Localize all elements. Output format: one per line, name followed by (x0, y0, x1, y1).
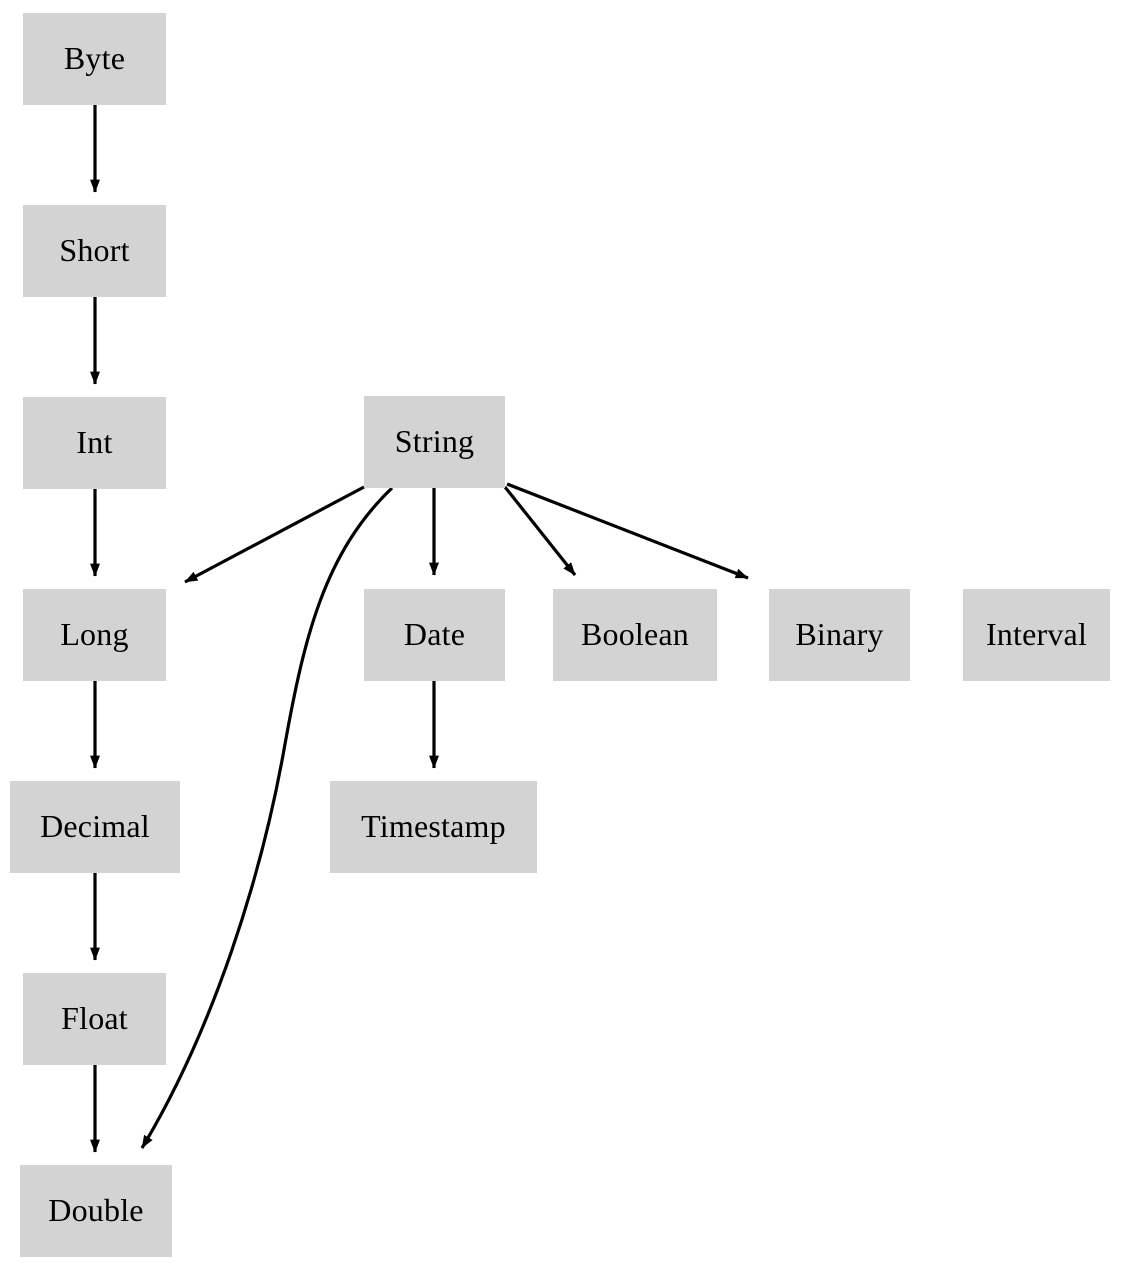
node-timestamp[interactable]: Timestamp (330, 781, 537, 873)
node-binary-label: Binary (795, 616, 884, 652)
node-short[interactable]: Short (23, 205, 166, 297)
node-string[interactable]: String (364, 396, 505, 488)
node-binary[interactable]: Binary (769, 589, 910, 681)
node-double[interactable]: Double (20, 1165, 172, 1257)
node-float-label: Float (61, 1000, 128, 1036)
node-long-label: Long (60, 616, 129, 652)
node-byte[interactable]: Byte (23, 13, 166, 105)
edge-string-long (184, 485, 365, 584)
node-date[interactable]: Date (364, 589, 505, 681)
edge-string-binary (506, 482, 749, 580)
node-int-label: Int (76, 424, 113, 460)
node-byte-label: Byte (63, 40, 126, 76)
node-boolean-label: Boolean (580, 616, 690, 652)
node-float[interactable]: Float (23, 973, 166, 1065)
node-decimal-label: Decimal (40, 808, 150, 844)
node-interval-label: Interval (985, 616, 1088, 652)
node-boolean[interactable]: Boolean (553, 589, 717, 681)
node-long[interactable]: Long (23, 589, 166, 681)
node-short-label: Short (59, 232, 130, 268)
node-string-label: String (394, 423, 475, 459)
node-int[interactable]: Int (23, 397, 166, 489)
node-interval[interactable]: Interval (963, 589, 1110, 681)
node-decimal[interactable]: Decimal (10, 781, 180, 873)
node-timestamp-label: Timestamp (361, 808, 506, 844)
edge-string-boolean (503, 486, 577, 576)
node-double-label: Double (48, 1192, 144, 1228)
node-date-label: Date (403, 616, 466, 652)
